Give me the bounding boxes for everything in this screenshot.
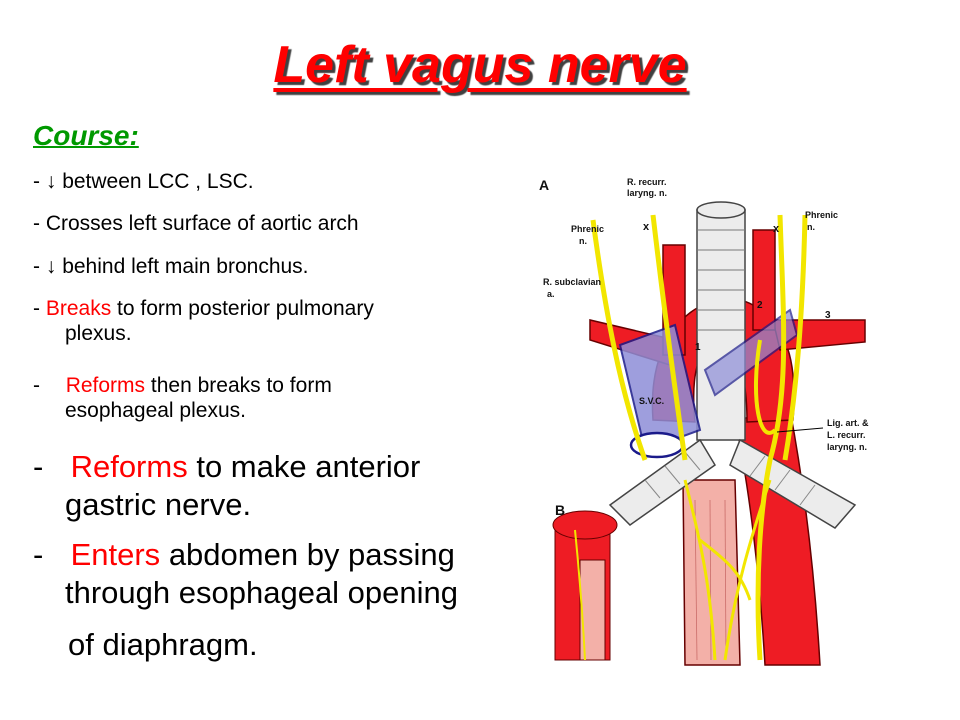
bullet-3: - ↓ behind left main bronchus. bbox=[33, 254, 309, 279]
figure-label: R. subclavian bbox=[543, 277, 601, 287]
figure-label: n. bbox=[807, 222, 815, 232]
bullet-7-final: of diaphragm. bbox=[68, 626, 258, 664]
bullet-text: between LCC , LSC. bbox=[62, 170, 254, 193]
bullet-dash: - bbox=[33, 449, 44, 484]
figure-label-a: A bbox=[539, 177, 549, 193]
right-main-bronchus bbox=[608, 438, 717, 526]
bullet-1: - ↓ between LCC , LSC. bbox=[33, 169, 254, 194]
bullet-4: - Breaks to form posterior pulmonary ple… bbox=[33, 296, 374, 346]
figure-label: x bbox=[773, 223, 780, 235]
course-heading: Course: bbox=[33, 120, 139, 151]
figure-label: Phrenic bbox=[805, 210, 838, 220]
figure-label: R. recurr. bbox=[627, 177, 667, 187]
trachea bbox=[696, 209, 746, 441]
down-arrow-icon: ↓ bbox=[45, 255, 57, 278]
bullet-continuation: gastric nerve. bbox=[65, 487, 252, 522]
bullet-2: - Crosses left surface of aortic arch bbox=[33, 211, 359, 236]
figure-b-inset bbox=[552, 510, 618, 661]
bullet-7: - Enters abdomen by passing through esop… bbox=[33, 536, 458, 612]
bullet-dash: - bbox=[33, 255, 40, 278]
figure-label: S.V.C. bbox=[639, 396, 664, 406]
figure-label: laryng. n. bbox=[627, 188, 667, 198]
phrenic-nerve-right bbox=[590, 219, 648, 461]
common-carotid-left bbox=[752, 229, 776, 331]
figure-label: Phrenic bbox=[571, 224, 604, 234]
brachiocephalic-vein bbox=[703, 308, 799, 397]
bullet-continuation: plexus. bbox=[65, 322, 132, 345]
bullet-6: - Reforms to make anterior gastric nerve… bbox=[33, 448, 420, 524]
bullet-keyword: Breaks bbox=[45, 297, 112, 320]
figure-label: L. recurr. bbox=[827, 430, 866, 440]
slide-title: Left vagus nerve bbox=[273, 36, 687, 94]
bullet-keyword: Reforms bbox=[65, 374, 146, 397]
bullet-continuation: through esophageal opening bbox=[65, 575, 459, 610]
bullet-dash: - bbox=[33, 537, 44, 572]
figure-label: 1 bbox=[695, 342, 701, 353]
figure-label: a. bbox=[547, 289, 555, 299]
figure-label: 2 bbox=[757, 300, 763, 311]
bullet-keyword: Reforms bbox=[70, 449, 188, 484]
figure-label: laryng. n. bbox=[827, 442, 867, 452]
bullet-dash: - bbox=[33, 170, 40, 193]
bullet-5: - Reforms then breaks to form esophageal… bbox=[33, 373, 332, 423]
bullet-text: abdomen by passing bbox=[168, 537, 455, 572]
bullet-text: behind left main bronchus. bbox=[62, 255, 309, 278]
bullet-text: to form posterior pulmonary bbox=[117, 297, 374, 320]
bullet-text: - Crosses left surface of aortic arch bbox=[33, 212, 359, 235]
bullet-continuation: esophageal plexus. bbox=[65, 399, 246, 422]
bullet-dash: - bbox=[33, 297, 40, 320]
right-vagus-nerve bbox=[650, 214, 688, 461]
figure-label: x bbox=[643, 221, 650, 233]
left-main-bronchus bbox=[729, 438, 857, 529]
down-arrow-icon: ↓ bbox=[45, 170, 57, 193]
bullet-text: to make anterior bbox=[196, 449, 421, 484]
vagus-anatomy-figure: A B R. recurr. laryng. n. Phrenic n. Phr… bbox=[535, 160, 935, 680]
figure-label: n. bbox=[579, 236, 587, 246]
left-recurrent-laryngeal-nerve bbox=[754, 339, 777, 435]
figure-label: 3 bbox=[825, 310, 831, 321]
bullet-keyword: Enters bbox=[70, 537, 161, 572]
figure-label: Lig. art. & bbox=[827, 418, 869, 428]
bullet-dash: - bbox=[33, 374, 40, 397]
figure-label-b: B bbox=[555, 502, 565, 518]
bullet-continuation: of diaphragm. bbox=[68, 627, 258, 662]
bullet-text: then breaks to form bbox=[150, 374, 332, 397]
left-vagus-nerve bbox=[755, 214, 787, 661]
phrenic-nerve-left bbox=[782, 214, 808, 461]
